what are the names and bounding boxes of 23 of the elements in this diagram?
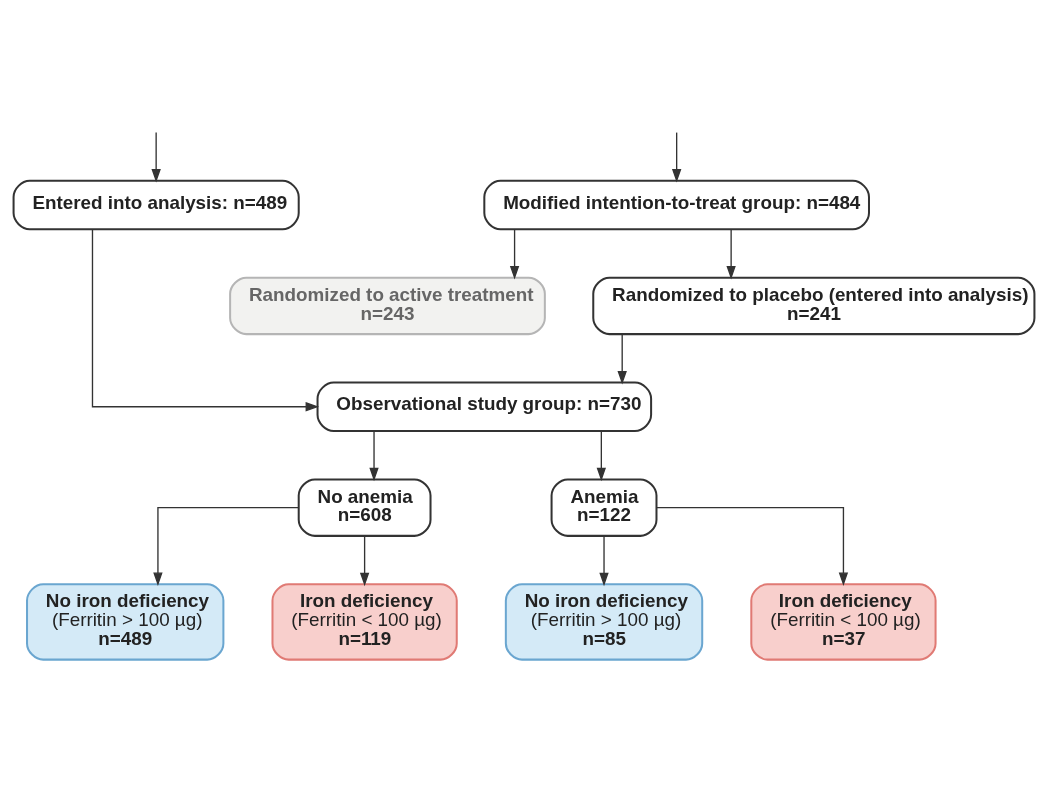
arrow [153, 506, 300, 586]
node-box: Anemia n=122 [550, 478, 658, 537]
node-box: Observational study group: n=730 [316, 381, 653, 432]
arrow [671, 131, 682, 183]
node-box: No anemia n=608 [297, 478, 432, 537]
node-box: Iron deficiency (Ferritin < 100 µg) n=37 [750, 583, 937, 661]
node-box: No iron deficiency (Ferritin > 100 µg) n=85 [504, 583, 704, 661]
arrow [369, 430, 379, 482]
arrow [599, 535, 609, 587]
arrow [617, 333, 627, 385]
node-box: Randomized to active treatment n=243 [229, 276, 546, 336]
arrow [596, 430, 607, 482]
node-box: Randomized to placebo (entered into analysis) n=241 [592, 276, 1036, 336]
arrow [359, 535, 370, 587]
node-box: Modified intention-to-treat group: n=484 [483, 179, 870, 231]
node-box: Iron deficiency (Ferritin < 100 µg) n=119 [271, 583, 458, 661]
node-box: No iron deficiency (Ferritin > 100 µg) n=489 [26, 583, 225, 661]
arrow [726, 228, 736, 280]
arrow [91, 228, 320, 412]
arrow [509, 228, 520, 280]
arrow [151, 131, 161, 183]
arrow [655, 506, 849, 586]
node-box: Entered into analysis: n=489 [12, 179, 300, 231]
